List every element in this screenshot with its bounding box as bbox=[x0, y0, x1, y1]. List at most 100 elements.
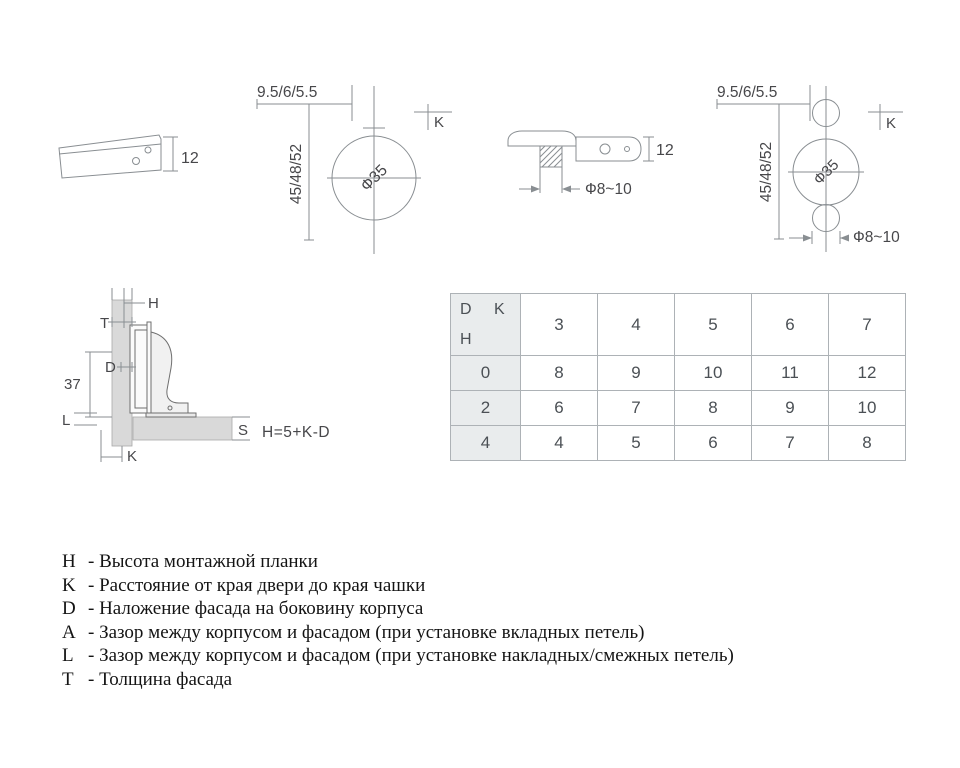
l-dim-lines bbox=[74, 412, 97, 426]
dim-label-edge-distance: 9.5/6/5.5 bbox=[257, 84, 317, 101]
legend-item-t: T - Толщина фасада bbox=[62, 669, 734, 693]
table-cell: 7 bbox=[751, 425, 829, 461]
legend-desc: - Зазор между корпусом и фасадом (при ус… bbox=[88, 645, 734, 667]
hinge-rim-line bbox=[58, 143, 162, 155]
corner-label-d: D bbox=[460, 301, 472, 318]
plate-hole bbox=[599, 143, 611, 155]
hinge-section-view: H T D 37 L bbox=[62, 288, 330, 465]
table-cell: 9 bbox=[597, 355, 675, 391]
label-h: H bbox=[148, 295, 159, 312]
legend-key: L bbox=[62, 645, 74, 667]
table-row-h4: 4 4 5 6 7 8 bbox=[450, 425, 906, 461]
hinge-front-view: 12 Ф8~10 bbox=[507, 130, 674, 198]
corner-label-k: K bbox=[494, 301, 505, 318]
dim-label-37: 37 bbox=[64, 376, 81, 393]
dim-label-k: K bbox=[434, 114, 444, 131]
col-header-k7: 7 bbox=[828, 293, 906, 356]
dim-label-k: K bbox=[886, 115, 896, 132]
legend-key: T bbox=[62, 668, 74, 690]
edge-dim-lines bbox=[716, 85, 811, 121]
table-header-row: D K H 3 4 5 6 7 bbox=[450, 293, 906, 356]
k-dim-lines bbox=[414, 104, 452, 130]
table-cell: 5 bbox=[597, 425, 675, 461]
row-header: 2 bbox=[450, 390, 521, 426]
hinge-cup bbox=[129, 324, 147, 414]
table-cell: 11 bbox=[751, 355, 829, 391]
table-cell: 6 bbox=[674, 425, 752, 461]
hinge-side-view: 12 bbox=[58, 134, 199, 179]
table-cell: 7 bbox=[597, 390, 675, 426]
legend-key: D bbox=[62, 598, 76, 620]
dim-label-depth: 45/48/52 bbox=[758, 142, 775, 202]
k-dim-lines bbox=[868, 104, 903, 130]
table-cell: 9 bbox=[751, 390, 829, 426]
legend-key: A bbox=[62, 621, 76, 643]
legend-desc: - Зазор между корпусом и фасадом (при ус… bbox=[88, 621, 645, 643]
legend-item-l: L - Зазор между корпусом и фасадом (при … bbox=[62, 645, 734, 669]
legend-item-k: K - Расстояние от края двери до края чаш… bbox=[62, 575, 734, 599]
table-cell: 12 bbox=[828, 355, 906, 391]
dowel-hole-top bbox=[812, 99, 840, 127]
col-header-k4: 4 bbox=[597, 293, 675, 356]
hk-table: D K H 3 4 5 6 7 0 8 9 10 11 12 2 6 7 8 9… bbox=[450, 293, 906, 461]
label-s: S bbox=[238, 422, 248, 439]
table-row-h0: 0 8 9 10 11 12 bbox=[450, 355, 906, 391]
legend-desc: - Расстояние от края двери до края чашки bbox=[88, 574, 426, 596]
drill-pattern-right: 9.5/6/5.5 Ф35 45/48/52 K bbox=[716, 84, 903, 252]
depth-dim-lines bbox=[304, 103, 314, 241]
row-header: 4 bbox=[450, 425, 521, 461]
plate-screw bbox=[167, 405, 173, 411]
dowel-hole-bottom bbox=[812, 204, 840, 232]
d-dim-lines bbox=[117, 362, 136, 372]
hinge-cup-outline bbox=[58, 134, 162, 179]
table-cell: 4 bbox=[520, 425, 598, 461]
table-cell: 10 bbox=[828, 390, 906, 426]
hinge-arm bbox=[150, 331, 189, 414]
legend-desc: - Наложение фасада на боковину корпуса bbox=[88, 598, 424, 620]
dim-label-depth: 45/48/52 bbox=[288, 144, 305, 204]
hinge-arm-plate bbox=[575, 136, 642, 162]
label-d: D bbox=[105, 359, 116, 376]
table-cell: 8 bbox=[674, 390, 752, 426]
cup-flange-outline bbox=[507, 130, 577, 147]
dim-37-lines bbox=[85, 351, 112, 418]
legend-key: H bbox=[62, 551, 76, 572]
legend: H - Высота монтажной планки K - Расстоян… bbox=[62, 551, 734, 693]
row-header: 0 bbox=[450, 355, 521, 391]
label-l: L bbox=[62, 412, 70, 429]
legend-desc: - Толщина фасада bbox=[88, 668, 233, 690]
dim-label-dowel-diameter: Ф8~10 bbox=[585, 181, 632, 198]
col-header-k5: 5 bbox=[674, 293, 752, 356]
legend-item-h: H - Высота монтажной планки bbox=[62, 551, 734, 575]
dim-label-cup-diameter: Ф35 bbox=[358, 162, 391, 195]
label-k: K bbox=[127, 448, 137, 465]
mounting-plate bbox=[145, 412, 197, 418]
formula-text: H=5+K-D bbox=[262, 424, 330, 441]
depth-dim-lines bbox=[774, 103, 784, 240]
legend-item-d: D - Наложение фасада на боковину корпуса bbox=[62, 598, 734, 622]
table-cell: 8 bbox=[828, 425, 906, 461]
dim-label-12: 12 bbox=[181, 150, 199, 167]
hinge-flange bbox=[146, 321, 152, 417]
col-header-k3: 3 bbox=[520, 293, 598, 356]
t-dim-lines bbox=[108, 317, 136, 327]
table-row-h2: 2 6 7 8 9 10 bbox=[450, 390, 906, 426]
drill-pattern-center: 9.5/6/5.5 Ф35 45/48/52 K bbox=[256, 84, 452, 254]
col-header-k6: 6 bbox=[751, 293, 829, 356]
height-dim-lines bbox=[643, 136, 654, 162]
screw-hole bbox=[144, 146, 152, 154]
dowel-dim-lines bbox=[789, 231, 849, 244]
legend-desc: - Высота монтажной планки bbox=[88, 551, 318, 572]
screw-hole bbox=[132, 157, 140, 165]
table-cell: 6 bbox=[520, 390, 598, 426]
top-extension-lines bbox=[111, 288, 133, 328]
dim-label-edge-distance: 9.5/6/5.5 bbox=[717, 84, 777, 101]
plate-hole-small bbox=[624, 146, 630, 152]
dowel-dim-lines bbox=[519, 167, 580, 193]
table-cell: 10 bbox=[674, 355, 752, 391]
corner-label-h: H bbox=[460, 331, 472, 348]
hinge-cup-inner bbox=[134, 329, 147, 409]
cup-hatch-lines bbox=[539, 145, 563, 168]
